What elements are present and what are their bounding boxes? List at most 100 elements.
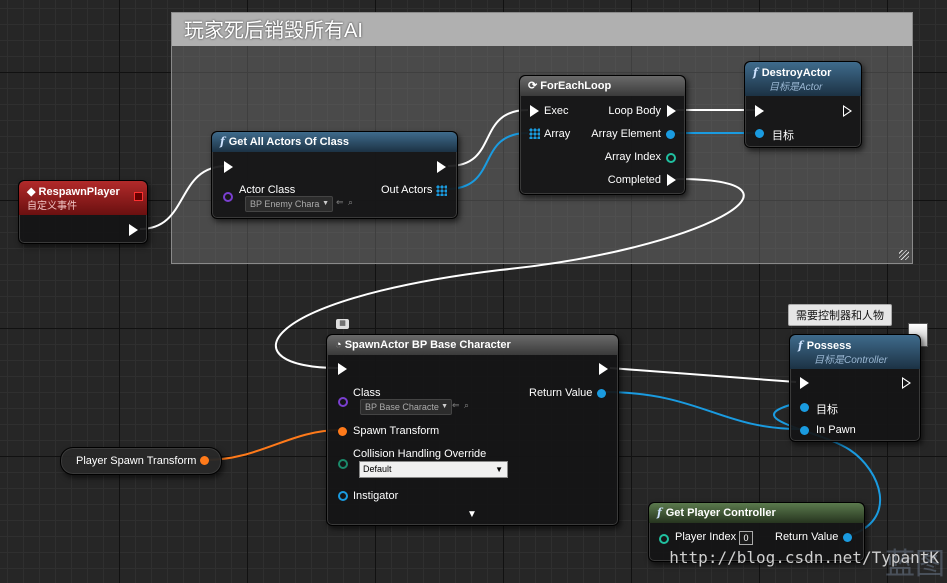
exec-wire-getall-foreach <box>447 109 529 167</box>
collision-dropdown[interactable]: Default▼ <box>359 461 508 478</box>
out-actors-label: Out Actors <box>381 184 433 196</box>
event-icon: ◆ <box>27 186 39 198</box>
array-wire-getall-foreach <box>446 132 529 190</box>
construction-icon: ▦ <box>336 319 349 329</box>
return-value-label: Return Value <box>775 531 839 543</box>
exec-out-pin[interactable] <box>843 105 852 117</box>
spawn-actor-header[interactable]: ◔ SpawnActor BP Base Character <box>327 335 618 355</box>
exec-in-pin[interactable] <box>530 105 539 117</box>
array-label: Array <box>544 128 571 140</box>
function-icon: f <box>220 135 225 148</box>
use-selected-icon[interactable]: ⇐ <box>336 197 344 207</box>
actor-class-label: Actor Class <box>239 184 296 196</box>
spawn-actor-node[interactable]: ◔ SpawnActor BP Base Character Class BP … <box>326 334 619 526</box>
target-label: 目标 <box>772 130 794 142</box>
target-label: 目标 <box>816 404 838 416</box>
get-player-controller-title: Get Player Controller <box>665 507 776 519</box>
loop-icon: ⟳ <box>528 80 541 92</box>
instigator-label: Instigator <box>353 490 399 502</box>
completed-pin[interactable] <box>667 174 676 186</box>
possess-subtitle: 目标是Controller <box>814 355 888 366</box>
completed-label: Completed <box>607 174 661 186</box>
browse-icon[interactable]: ⌕ <box>348 197 354 207</box>
exec-in-pin[interactable] <box>800 377 809 389</box>
actor-class-value: BP Enemy Chara <box>250 199 320 209</box>
actor-class-dropdown[interactable]: BP Enemy Chara▼ <box>245 196 333 212</box>
player-spawn-transform-node[interactable]: Player Spawn Transform <box>60 447 222 475</box>
destroy-actor-title: DestroyActor <box>761 67 832 79</box>
delegate-pin-icon[interactable] <box>134 192 143 201</box>
array-pin-icon[interactable] <box>529 128 540 139</box>
foreach-loop-header[interactable]: ⟳ ForEachLoop <box>520 76 685 96</box>
spawn-icon: ◔ <box>335 339 345 351</box>
class-pin[interactable] <box>338 397 348 407</box>
loop-body-label: Loop Body <box>608 105 661 117</box>
function-icon: f <box>798 339 803 352</box>
spawn-actor-title: SpawnActor BP Base Character <box>344 339 511 351</box>
comment-title[interactable]: 玩家死后销毁所有AI <box>172 13 912 46</box>
watermark-text: http://blog.csdn.net/TypantK <box>669 548 939 567</box>
array-element-label: Array Element <box>591 128 661 140</box>
transform-out-pin[interactable] <box>200 456 209 465</box>
class-dropdown[interactable]: BP Base Characte▼ <box>360 399 452 415</box>
array-index-pin[interactable] <box>666 153 676 163</box>
loop-body-pin[interactable] <box>667 105 676 117</box>
chevron-down-icon: ▼ <box>495 465 503 474</box>
player-index-pin[interactable] <box>659 534 669 544</box>
exec-wire-completed-spawn <box>274 178 745 369</box>
chevron-down-icon: ▼ <box>441 403 448 410</box>
exec-in-pin[interactable] <box>338 363 347 375</box>
foreach-loop-title: ForEachLoop <box>540 80 612 92</box>
chevron-down-icon: ▼ <box>322 200 329 207</box>
browse-icon[interactable]: ⌕ <box>464 400 470 410</box>
instigator-pin[interactable] <box>338 491 348 501</box>
class-label: Class <box>353 387 381 399</box>
spawn-transform-pin[interactable] <box>338 427 347 436</box>
exec-out-pin[interactable] <box>129 224 138 236</box>
possess-tooltip: 需要控制器和人物 <box>788 304 892 326</box>
exec-out-pin[interactable] <box>902 377 911 389</box>
player-index-label: Player Index <box>675 531 737 543</box>
expand-arrow-icon[interactable]: ▼ <box>467 509 477 520</box>
spawn-transform-label: Spawn Transform <box>353 425 440 437</box>
respawn-player-header[interactable]: ◆ RespawnPlayer 自定义事件 <box>19 181 147 215</box>
respawn-player-title: RespawnPlayer <box>38 186 120 198</box>
resize-grip-icon[interactable] <box>899 250 909 260</box>
exec-out-pin[interactable] <box>599 363 608 375</box>
target-pin[interactable] <box>755 129 764 138</box>
possess-title: Possess <box>806 340 852 352</box>
function-icon: f <box>753 66 758 79</box>
return-value-pin[interactable] <box>597 389 606 398</box>
destroy-actor-subtitle: 目标是Actor <box>769 82 823 93</box>
exec-in-pin[interactable] <box>224 161 233 173</box>
array-pin-icon[interactable] <box>436 185 447 196</box>
player-index-input[interactable]: 0 <box>739 531 753 545</box>
array-index-label: Array Index <box>604 151 661 163</box>
collision-pin[interactable] <box>338 459 348 469</box>
exec-out-pin[interactable] <box>437 161 446 173</box>
in-pawn-label: In Pawn <box>816 424 856 436</box>
function-icon: f <box>657 506 662 519</box>
collision-label: Collision Handling Override <box>353 448 487 460</box>
actor-class-pin[interactable] <box>223 192 233 202</box>
return-value-label: Return Value <box>529 387 593 399</box>
respawn-player-node[interactable]: ◆ RespawnPlayer 自定义事件 <box>18 180 148 244</box>
return-value-pin[interactable] <box>843 533 852 542</box>
exec-label: Exec <box>544 105 569 117</box>
foreach-loop-node[interactable]: ⟳ ForEachLoop Exec Array Loop Body Array… <box>519 75 686 195</box>
object-wire-pc-target <box>772 404 882 537</box>
target-pin[interactable] <box>800 403 809 412</box>
in-pawn-pin[interactable] <box>800 426 809 435</box>
array-element-pin[interactable] <box>666 130 675 139</box>
exec-in-pin[interactable] <box>755 105 764 117</box>
object-wire-return-inpawn <box>602 391 801 430</box>
use-selected-icon[interactable]: ⇐ <box>452 400 460 410</box>
